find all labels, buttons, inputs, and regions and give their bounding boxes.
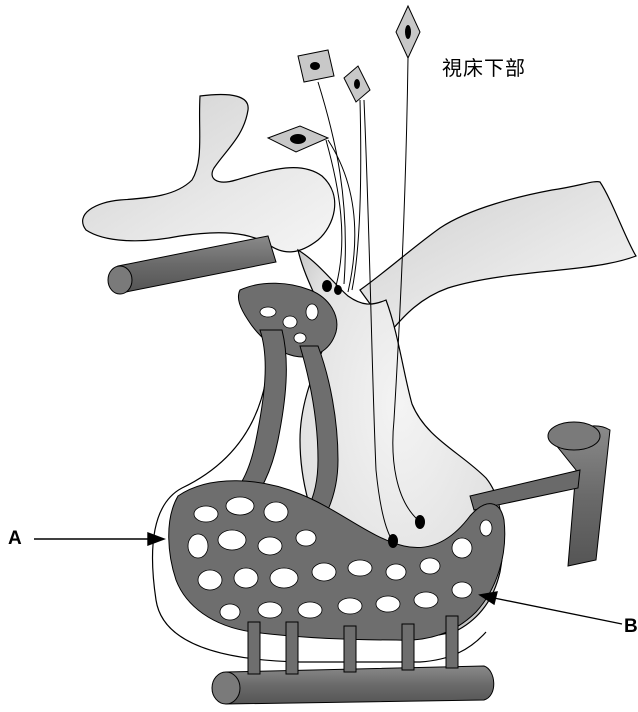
- upper-artery: [118, 236, 276, 292]
- label-b: B: [624, 616, 638, 638]
- label-a: A: [8, 528, 22, 550]
- lower-vein: [226, 666, 494, 704]
- hypothalamus-label: 視床下部: [442, 52, 526, 81]
- neuron-2: [344, 66, 370, 102]
- neuron-1: [298, 50, 334, 82]
- neuron-3: [396, 6, 420, 58]
- hypothalamus-left-arm: [83, 95, 335, 252]
- hypothalamus-right-arm: [360, 182, 636, 330]
- hypothalamic-neurons: [268, 6, 420, 152]
- neuron-4: [268, 126, 328, 152]
